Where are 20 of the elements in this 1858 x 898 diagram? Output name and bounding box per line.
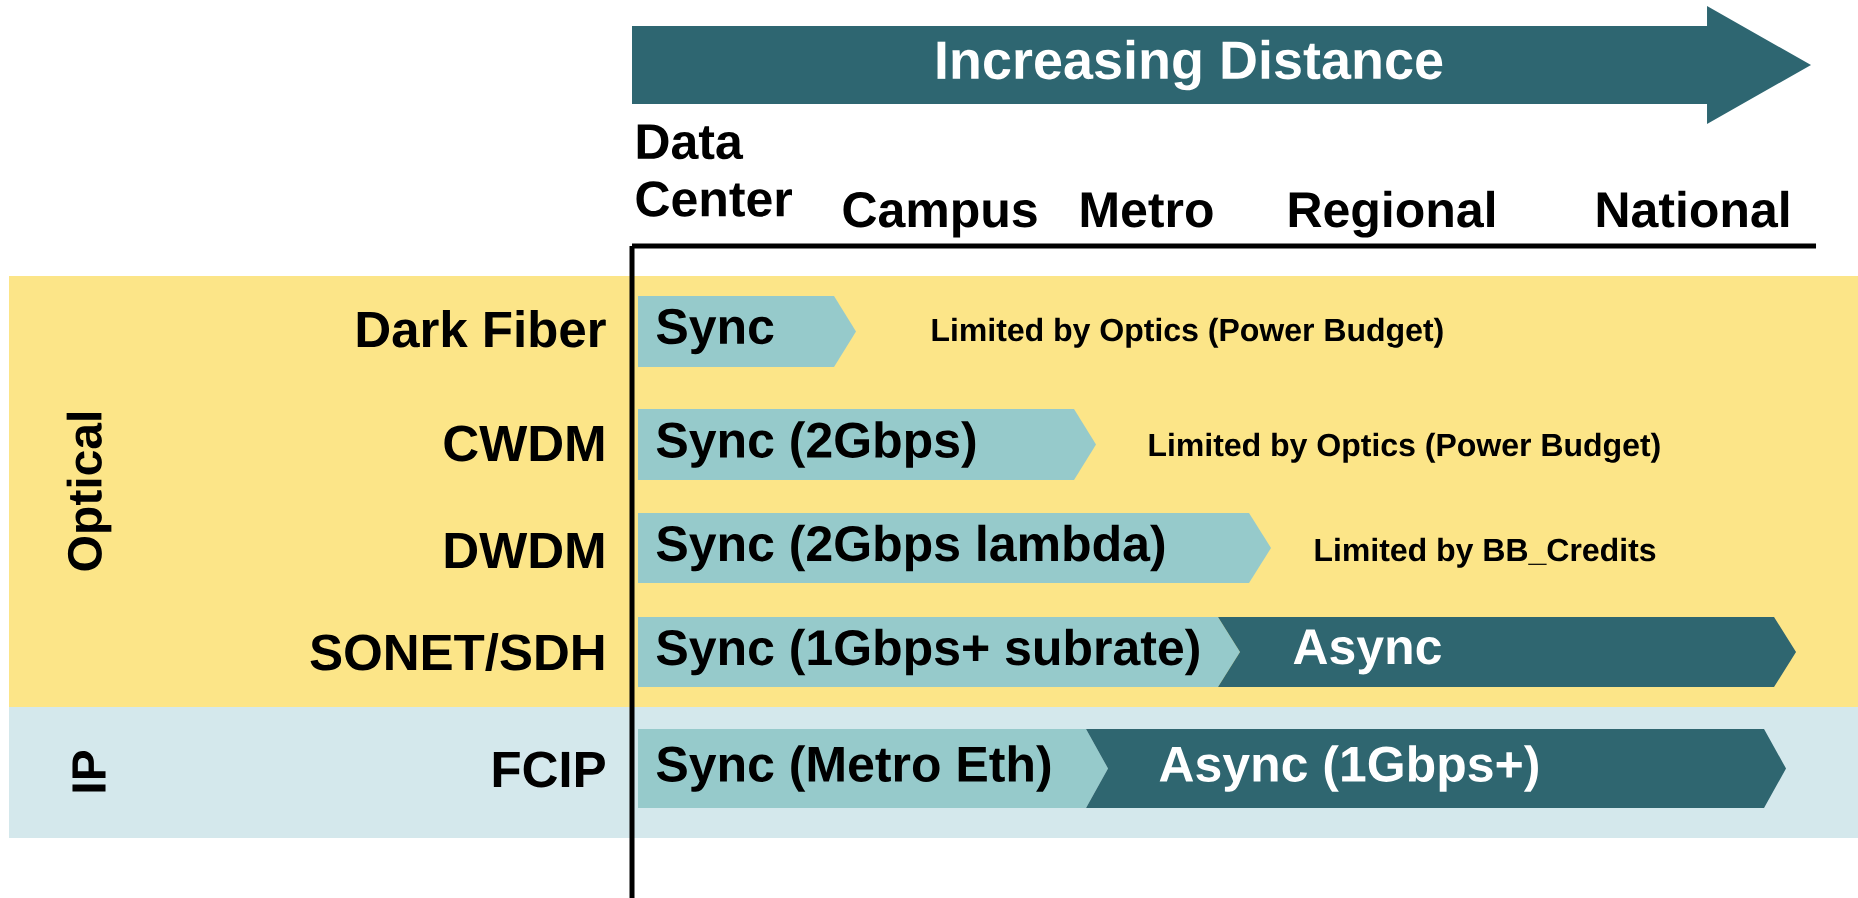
range-bar: Async: [1218, 617, 1796, 687]
row-label: FCIP: [493, 751, 605, 788]
row-label: CWDM: [444, 425, 604, 462]
note-text: Limited by Optics (Power Budget): [932, 317, 1443, 348]
column-label: Regional: [1289, 190, 1494, 238]
row-label: SONET/SDH: [310, 633, 604, 672]
range-bar: Sync: [638, 296, 856, 367]
range-bar: Sync (1Gbps+ subrate): [638, 617, 1240, 687]
column-label: Data Center: [636, 124, 792, 217]
column-label: Campus: [843, 192, 1037, 238]
column-label: National: [1597, 190, 1789, 228]
range-bar: Async (1Gbps+): [1086, 729, 1786, 808]
range-bar: Sync (Metro Eth): [638, 729, 1108, 808]
note-text: Limited by Optics (Power Budget): [1149, 432, 1660, 463]
row-label: Dark Fiber: [357, 310, 606, 348]
range-bar: Sync (2Gbps lambda): [638, 513, 1271, 583]
range-bar: Sync (2Gbps): [638, 409, 1096, 480]
row-label: DWDM: [445, 532, 604, 568]
note-text: Limited by BB_Credits: [1315, 537, 1656, 568]
column-label: Metro: [1081, 192, 1213, 228]
